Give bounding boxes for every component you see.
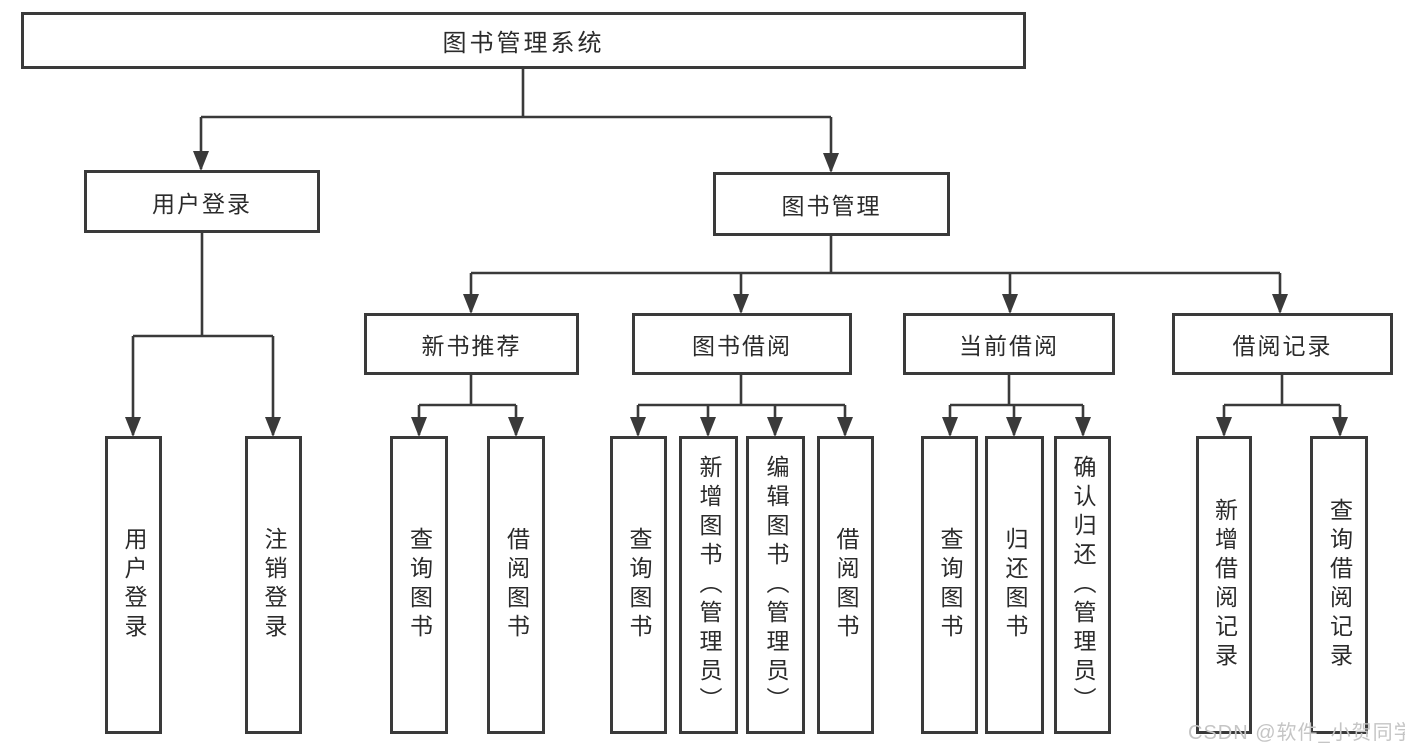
leaf-logout: 注销登录 [245, 436, 302, 734]
node-new-book-recommendation: 新书推荐 [364, 313, 579, 375]
leaf-br-query-record: 查询借阅记录 [1310, 436, 1368, 734]
leaf-cb-confirm-return-admin: 确认归还（管理员） [1054, 436, 1111, 734]
leaf-nb-query-books: 查询图书 [390, 436, 448, 734]
node-user-login-group: 用户登录 [84, 170, 320, 233]
csdn-watermark: CSDN @软件_小贺同学 [1188, 722, 1405, 744]
node-current-borrowing: 当前借阅 [903, 313, 1115, 375]
leaf-cb-return-books: 归还图书 [985, 436, 1044, 734]
leaf-user-login: 用户登录 [105, 436, 162, 734]
leaf-cb-query-books: 查询图书 [921, 436, 978, 734]
leaf-bb-query-books: 查询图书 [610, 436, 667, 734]
node-book-management: 图书管理 [713, 172, 950, 236]
node-book-borrowing: 图书借阅 [632, 313, 852, 375]
leaf-bb-borrow-books: 借阅图书 [817, 436, 874, 734]
leaf-bb-add-books-admin: 新增图书（管理员） [679, 436, 738, 734]
node-borrowing-records: 借阅记录 [1172, 313, 1393, 375]
leaf-br-add-record: 新增借阅记录 [1196, 436, 1252, 734]
node-library-management-system: 图书管理系统 [21, 12, 1026, 69]
leaf-bb-edit-books-admin: 编辑图书（管理员） [746, 436, 805, 734]
leaf-nb-borrow-books: 借阅图书 [487, 436, 545, 734]
